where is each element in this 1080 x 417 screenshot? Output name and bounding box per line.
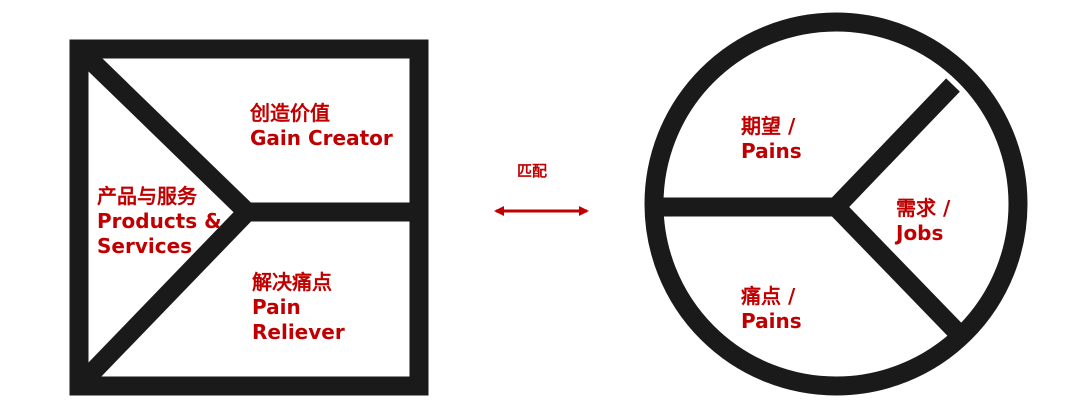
gain-creator-label: 创造价值 Gain Creator — [250, 101, 393, 151]
gain-creator-en: Gain Creator — [250, 126, 393, 150]
value-map — [69, 39, 429, 396]
value-map-lower-divider — [72, 205, 254, 393]
products-services-en-line1: Products & — [97, 209, 222, 233]
customer-profile-lower-divider — [829, 200, 965, 340]
pain-reliever-en-line2: Reliever — [252, 320, 345, 344]
pain-reliever-en-line1: Pain — [252, 295, 301, 319]
customer-profile-upper-divider — [829, 78, 960, 214]
gains-label: 期望 / Pains — [741, 114, 802, 164]
pains-zh: 痛点 / — [741, 284, 796, 308]
products-services-en-line2: Services — [97, 234, 193, 258]
jobs-label: 需求 / Jobs — [896, 196, 950, 246]
jobs-en: Jobs — [896, 221, 944, 245]
pains-en: Pains — [741, 309, 802, 333]
gain-creator-zh: 创造价值 — [250, 101, 330, 125]
match-label: 匹配 — [517, 162, 548, 180]
value-map-upper-divider — [72, 42, 254, 219]
jobs-zh: 需求 / — [896, 196, 951, 220]
pain-reliever-zh: 解决痛点 — [252, 270, 332, 294]
gains-en: Pains — [741, 139, 802, 163]
pain-reliever-label: 解决痛点 Pain Reliever — [252, 270, 345, 345]
customer-profile — [644, 12, 1028, 396]
pains-label: 痛点 / Pains — [741, 284, 802, 334]
products-services-label: 产品与服务 Products & Services — [97, 184, 222, 259]
products-services-zh: 产品与服务 — [97, 184, 197, 208]
gains-zh: 期望 / — [741, 114, 796, 138]
